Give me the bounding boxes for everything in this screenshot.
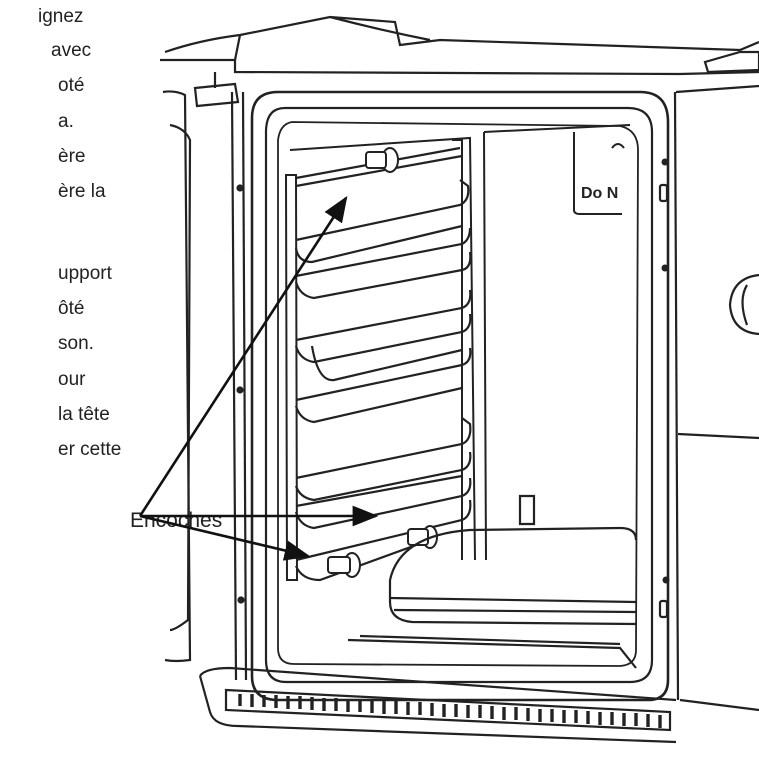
instruction-line: a. (58, 111, 74, 132)
oven-left-panel (162, 90, 248, 681)
grille-slots (238, 694, 662, 728)
oven-warning-label: Do N (581, 185, 618, 202)
arrow-to-lower-notch (139, 514, 311, 561)
oven-top-housing (160, 15, 759, 108)
instruction-line: ôté (58, 298, 85, 319)
callout-arrows (138, 195, 379, 561)
instruction-line: ère (58, 146, 86, 167)
instruction-line: la tête (58, 404, 110, 425)
instruction-line: our (58, 369, 86, 390)
oven-right-panel (658, 84, 759, 712)
oven-wire-racks (294, 146, 472, 582)
oven-rack-supports (284, 139, 463, 581)
oven-bottom-grille (198, 666, 677, 744)
rack-knob-icons (327, 147, 438, 578)
oven-door-frame (250, 90, 670, 702)
instruction-line: son. (58, 333, 94, 354)
instruction-line: avec (51, 40, 92, 61)
instruction-line: er cette (58, 439, 122, 460)
instruction-line: ignez (38, 6, 84, 27)
instruction-line: oté (58, 75, 85, 96)
instruction-line: upport (58, 263, 112, 284)
arrow-to-upper-notch (138, 195, 348, 517)
oven-interior-back (289, 124, 631, 561)
instruction-line: ère la (58, 181, 106, 202)
oven-floor-tray (347, 494, 638, 669)
